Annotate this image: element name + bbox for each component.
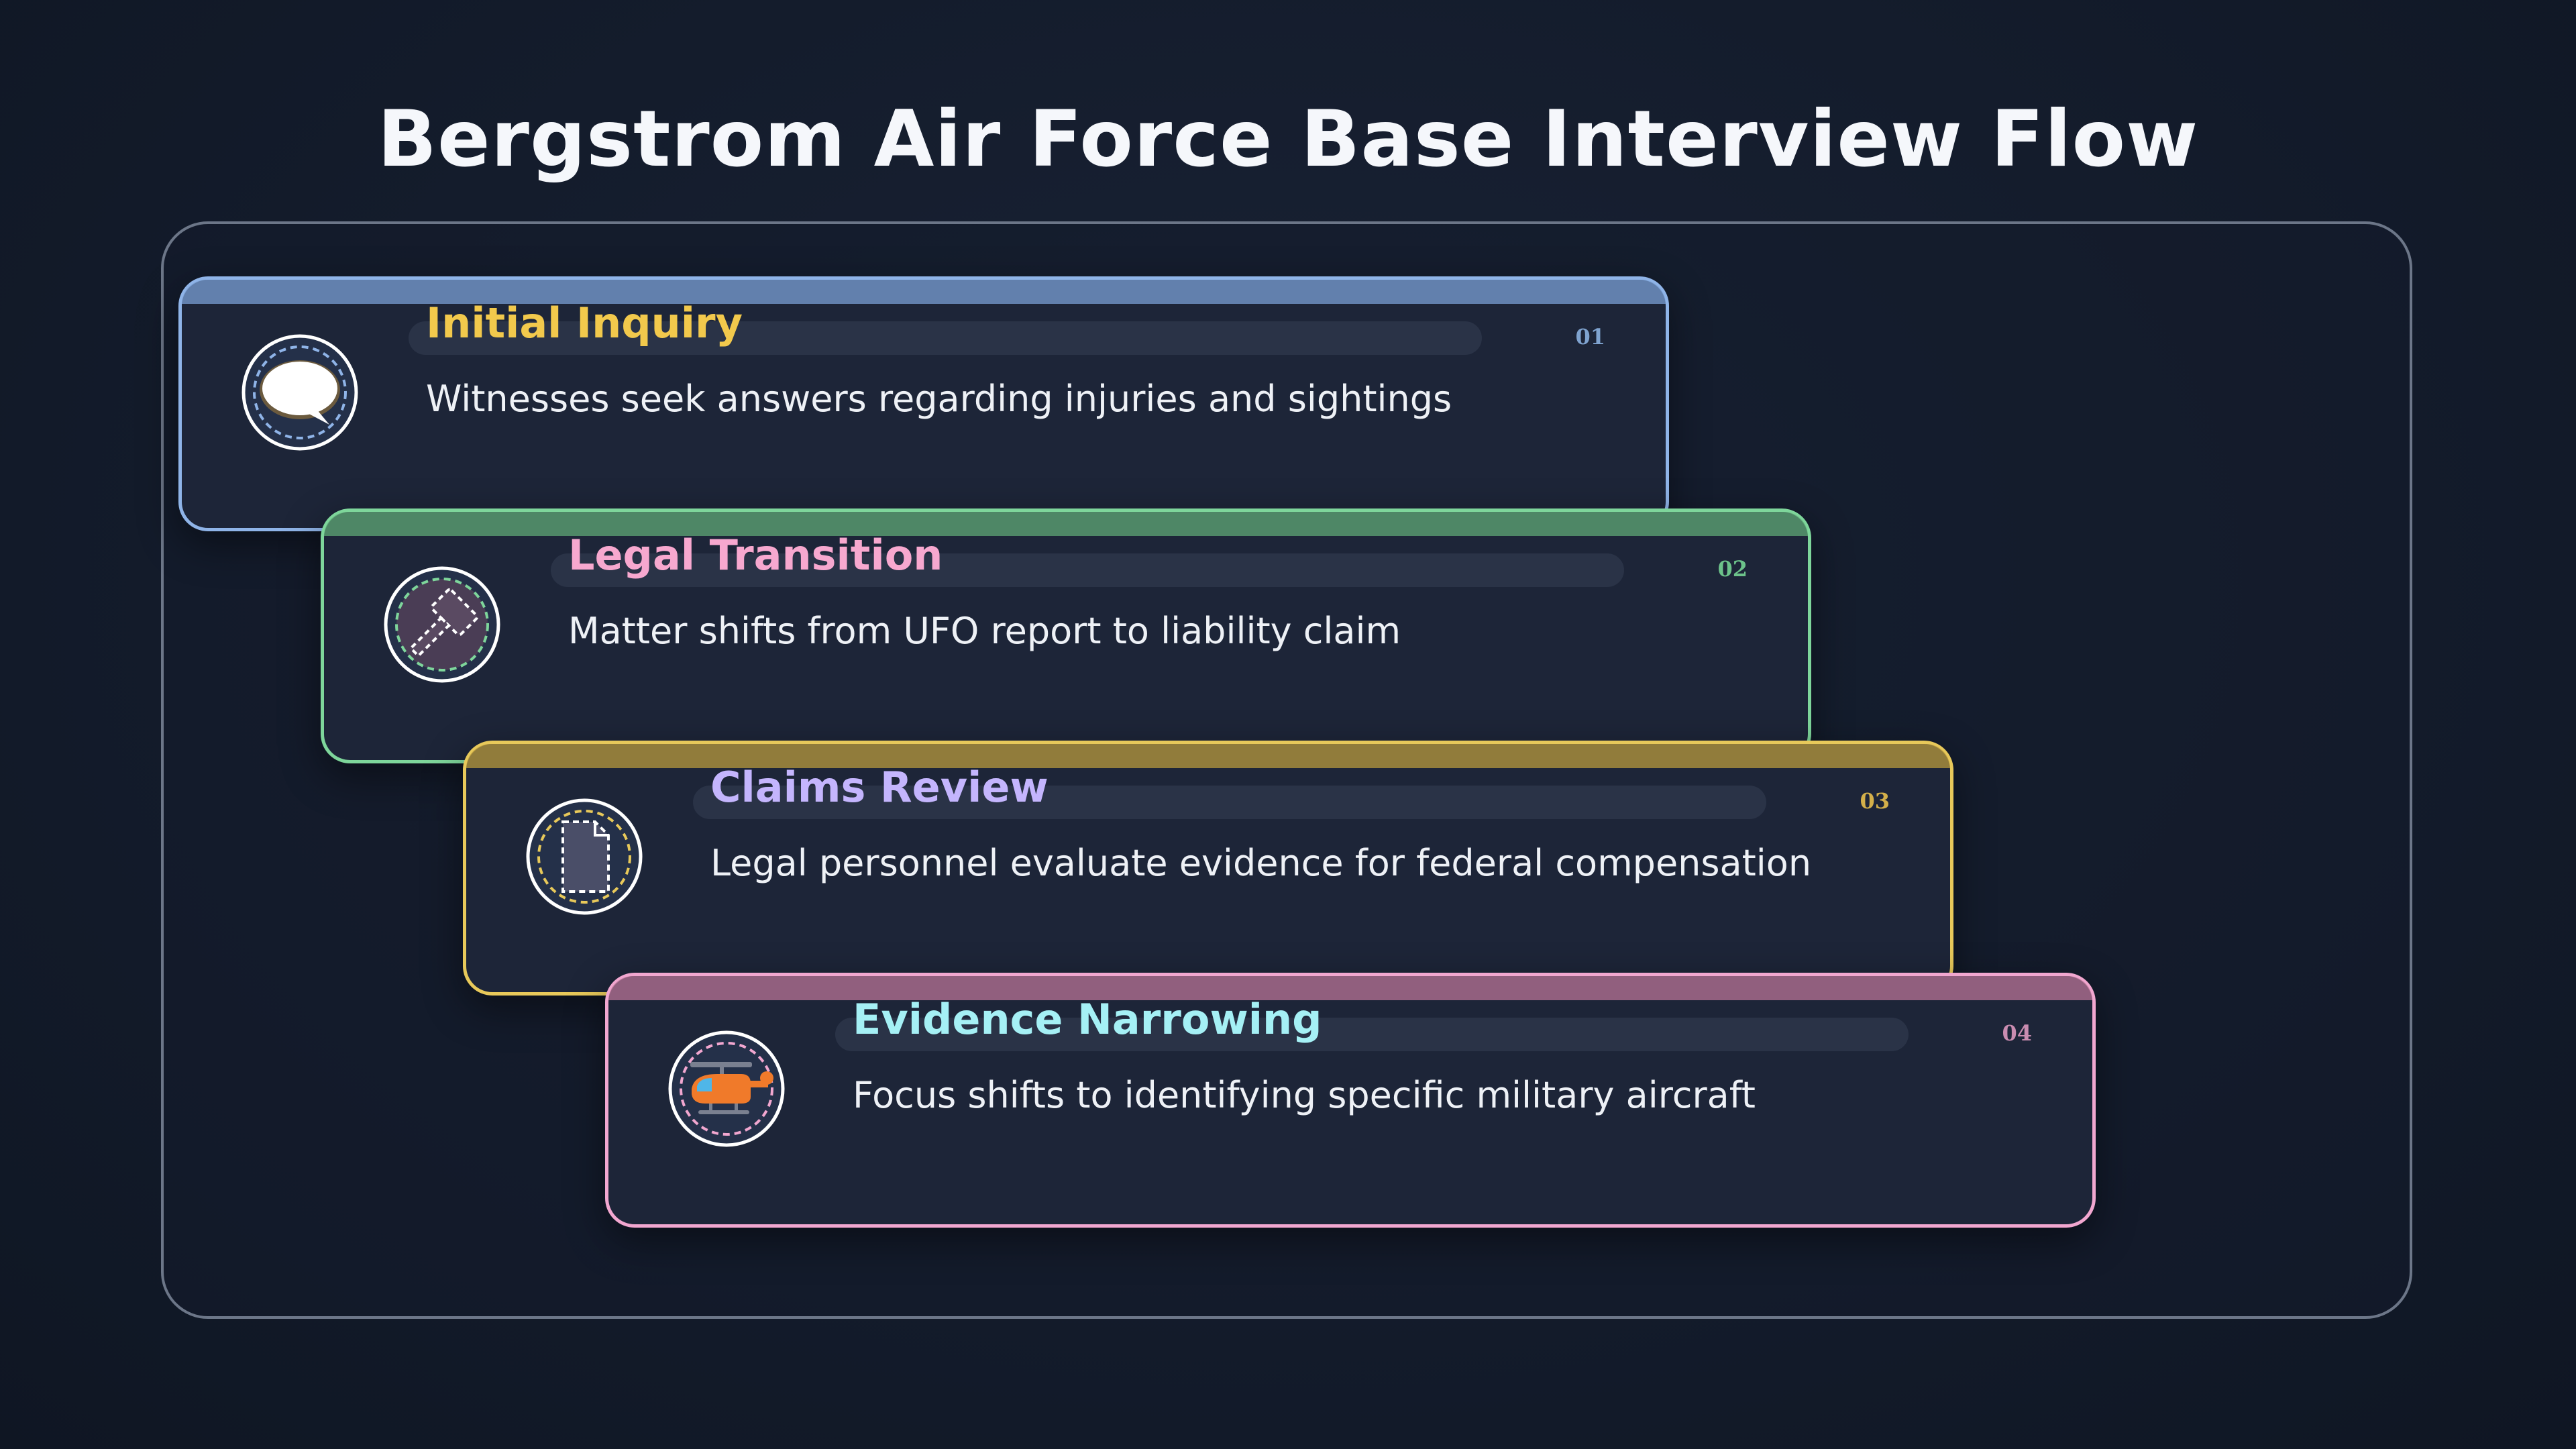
step-description: Witnesses seek answers regarding injurie…	[426, 378, 1452, 420]
step-number: 02	[1717, 556, 1748, 582]
card-header-bar	[324, 512, 1808, 536]
step-card-legal-transition: Legal Transition Matter shifts from UFO …	[321, 508, 1811, 763]
step-title: Initial Inquiry	[426, 299, 743, 347]
title-track	[693, 786, 1766, 819]
step-title: Evidence Narrowing	[853, 995, 1322, 1044]
document-icon	[525, 798, 643, 916]
card-header-bar	[466, 744, 1950, 768]
step-number: 01	[1575, 324, 1605, 350]
helicopter-icon	[667, 1030, 786, 1148]
title-track	[551, 553, 1624, 587]
step-number: 03	[1860, 788, 1890, 814]
card-header-bar	[182, 280, 1666, 304]
card-header-bar	[608, 976, 2092, 1000]
step-card-evidence-narrowing: Evidence Narrowing Focus shifts to ident…	[605, 973, 2096, 1228]
step-description: Focus shifts to identifying specific mil…	[853, 1074, 1756, 1116]
title-track	[409, 321, 1482, 355]
step-description: Legal personnel evaluate evidence for fe…	[710, 842, 1812, 884]
step-card-initial-inquiry: Initial Inquiry Witnesses seek answers r…	[178, 276, 1669, 531]
step-number: 04	[2002, 1020, 2032, 1046]
step-title: Legal Transition	[568, 531, 943, 580]
step-title: Claims Review	[710, 763, 1049, 812]
title-track	[835, 1018, 1909, 1051]
step-description: Matter shifts from UFO report to liabili…	[568, 610, 1401, 652]
step-card-claims-review: Claims Review Legal personnel evaluate e…	[463, 741, 1953, 996]
gavel-icon	[383, 566, 501, 684]
speech-bubble-icon	[241, 333, 359, 451]
page-title: Bergstrom Air Force Base Interview Flow	[377, 94, 2199, 184]
